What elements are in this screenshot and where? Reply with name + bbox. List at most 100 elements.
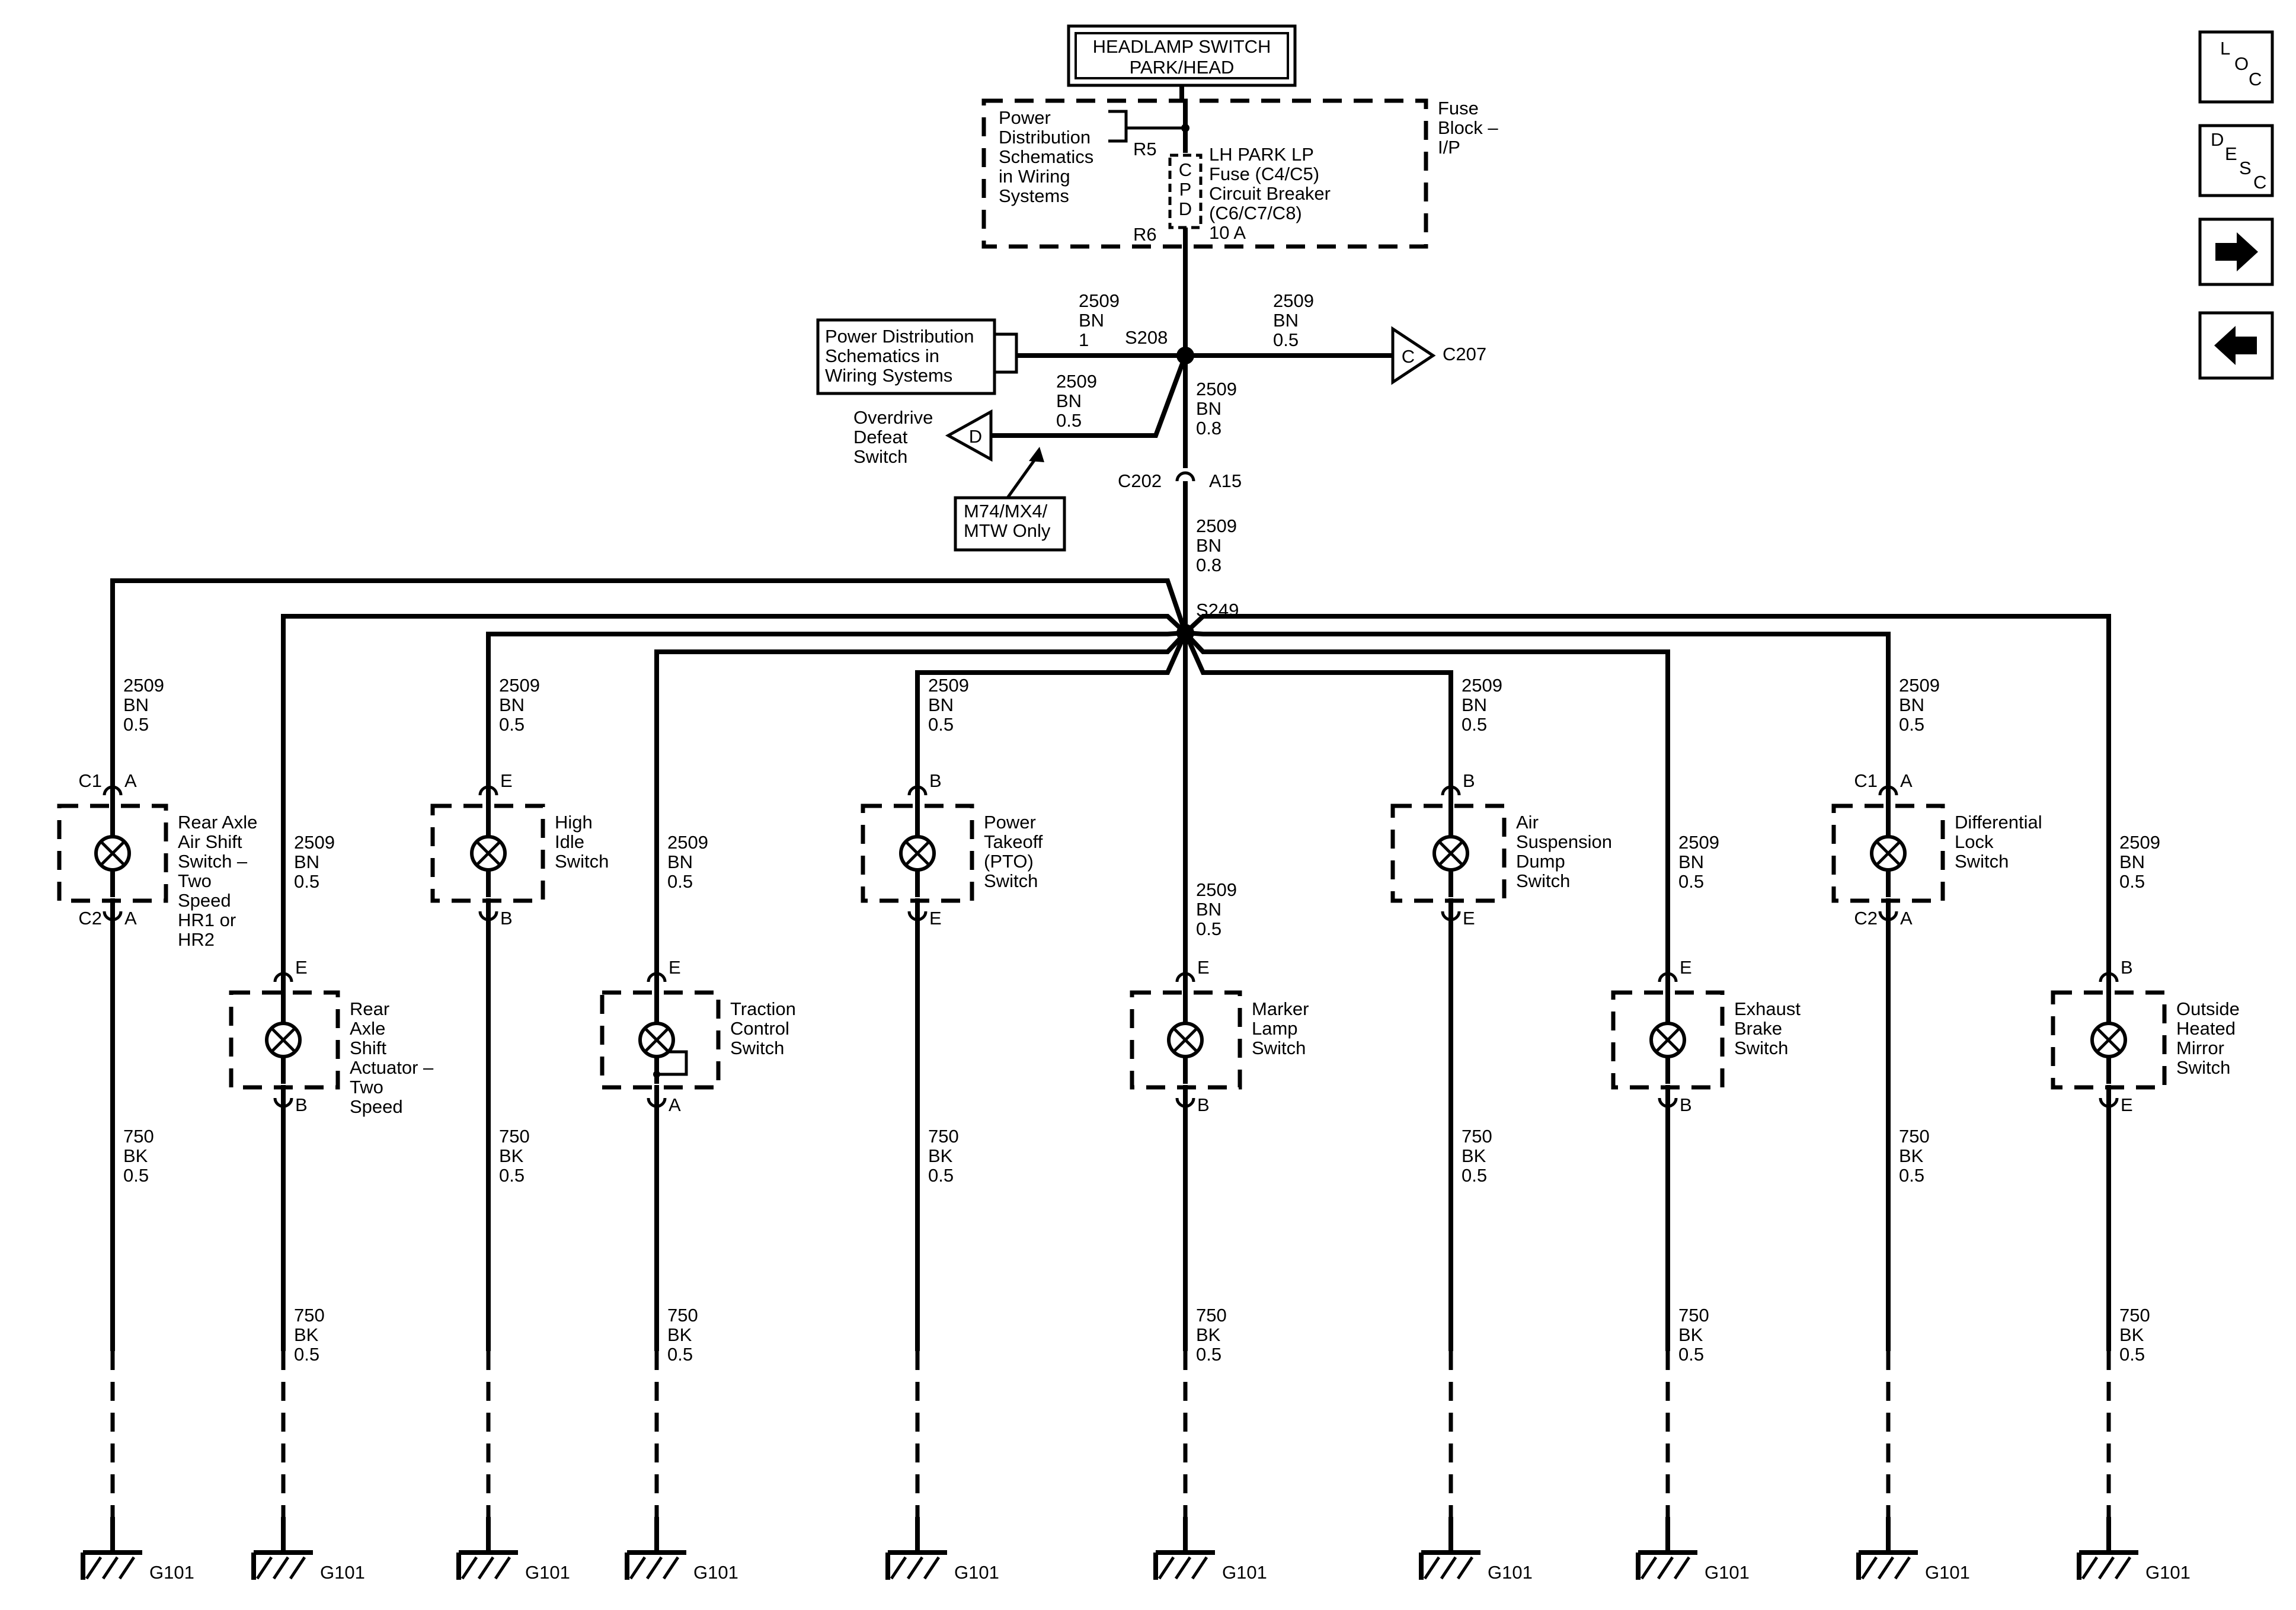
loc-letter: C (2249, 69, 2262, 89)
fuse-pin-label: R6 (1133, 224, 1157, 245)
ground-symbol (1456, 1556, 1474, 1580)
wire-label: 750 (928, 1126, 959, 1147)
component-name: Exhaust (1734, 998, 1801, 1019)
wire-label: 750 (123, 1126, 154, 1147)
ground-symbol (1894, 1556, 1911, 1580)
component-name: Speed (178, 890, 231, 911)
wire-label: 2509 (1462, 675, 1502, 696)
connector-pin (1183, 1085, 1188, 1099)
fuse-ref-text: Distribution (999, 127, 1091, 148)
wire-label: 2509 (667, 832, 708, 853)
connector-pin-label: E (295, 957, 308, 978)
component-name: Switch (2176, 1057, 2230, 1078)
component-name: Switch (984, 870, 1038, 891)
arrow-left-icon (2214, 326, 2257, 365)
ground-symbol (645, 1556, 663, 1580)
component-name: Rear Axle (178, 812, 257, 833)
connector-pin (1665, 1085, 1670, 1099)
wire-label: 0.5 (1462, 714, 1487, 735)
component-name: Switch (1734, 1038, 1788, 1058)
component-name: Dump (1516, 851, 1565, 872)
connector-pin-label: E (1197, 957, 1210, 978)
wire-label: BK (1899, 1145, 1924, 1166)
ground-symbol (461, 1556, 478, 1580)
connector-label: C1 (78, 770, 102, 791)
connector-c207-symbol (1391, 326, 1436, 385)
headlamp-switch-label: HEADLAMP SWITCH (1093, 36, 1271, 57)
fuse-description: 10 A (1209, 222, 1246, 243)
component-name: Actuator – (350, 1057, 434, 1078)
desc-letter: C (2253, 172, 2266, 193)
loc-button-frame[interactable] (2198, 30, 2274, 104)
loc-button[interactable]: LOC (2198, 30, 2274, 104)
next-button[interactable] (2198, 217, 2274, 286)
wire-label: BN (123, 694, 149, 715)
lamp-icon-cross (1173, 1028, 1198, 1052)
ground-symbol (494, 1556, 511, 1580)
prev-button[interactable] (2198, 311, 2274, 380)
wire-label: BK (1196, 1324, 1221, 1345)
wire-label: BN (1196, 899, 1221, 920)
connector-pin-label: B (295, 1094, 308, 1115)
ground-symbol (2114, 1556, 2132, 1580)
connector-pin (1886, 898, 1891, 913)
lamp-icon-cross (644, 1028, 669, 1052)
connector-pin (654, 1085, 659, 1099)
ground-symbol (1440, 1556, 1457, 1580)
pd-ref-text: Schematics in (825, 345, 939, 366)
ground-symbol (101, 1556, 119, 1580)
wire-label: 0.5 (2119, 871, 2145, 892)
wire-label: 0.5 (1056, 410, 1082, 431)
branch-4: 2509BN0.5EATractionControlSwitch750BK0.5… (600, 631, 1187, 1583)
wire-label: BN (1273, 310, 1299, 331)
wire-label: 750 (294, 1305, 325, 1326)
wire-label: BK (2119, 1324, 2144, 1345)
ground-label: G101 (2145, 1562, 2191, 1583)
wire-label: BN (294, 852, 319, 872)
connector-label: C1 (1854, 770, 1878, 791)
lamp-icon-cross (476, 841, 501, 866)
ground-symbol (118, 1556, 136, 1580)
pd-ref-box (816, 318, 996, 395)
cpd-letter: D (1179, 199, 1192, 219)
fuse-ref-text: in Wiring (999, 166, 1070, 187)
lamp-icon-cross (1876, 841, 1901, 866)
ground-label: G101 (693, 1562, 738, 1583)
pd-ref-text: Power Distribution (825, 326, 974, 347)
connector-label: C2 (78, 908, 102, 929)
ground-symbol (662, 1556, 680, 1580)
connector-pin-label: E (929, 908, 942, 929)
branch-7: 2509BN0.5BEAirSuspensionDumpSwitch750BK0… (1183, 632, 1612, 1583)
fuse-ref-text: Power (999, 107, 1051, 128)
wire-label: 0.5 (928, 714, 954, 735)
desc-letter: S (2239, 158, 2252, 178)
wire-label: 0.5 (1899, 714, 1924, 735)
component-name: (PTO) (984, 851, 1034, 872)
ref-bracket (1108, 110, 1128, 143)
wire-label: BK (667, 1324, 692, 1345)
connector-pin-label: E (669, 957, 681, 978)
component-name: Rear (350, 998, 389, 1019)
desc-button-frame[interactable] (2198, 124, 2274, 197)
ref-bracket (994, 332, 1018, 374)
lamp-icon-cross (1438, 841, 1463, 866)
headlamp-switch-box-inner (1075, 32, 1289, 79)
wire (1185, 630, 1891, 777)
junction-dot (653, 1071, 660, 1078)
connector-terminal (478, 785, 498, 796)
lamp-icon-cross (905, 841, 930, 866)
wire-label: 0.5 (294, 1344, 319, 1365)
connector-pin-label: B (500, 908, 513, 929)
wire-label: BN (1079, 310, 1104, 331)
connector-pin-label: B (929, 770, 942, 791)
connector-pin (2106, 1085, 2111, 1099)
wire-label: 0.5 (928, 1165, 954, 1186)
connector-pin (1448, 898, 1453, 913)
loc-letter: O (2234, 53, 2249, 74)
connector-pin-label: A (1900, 770, 1913, 791)
